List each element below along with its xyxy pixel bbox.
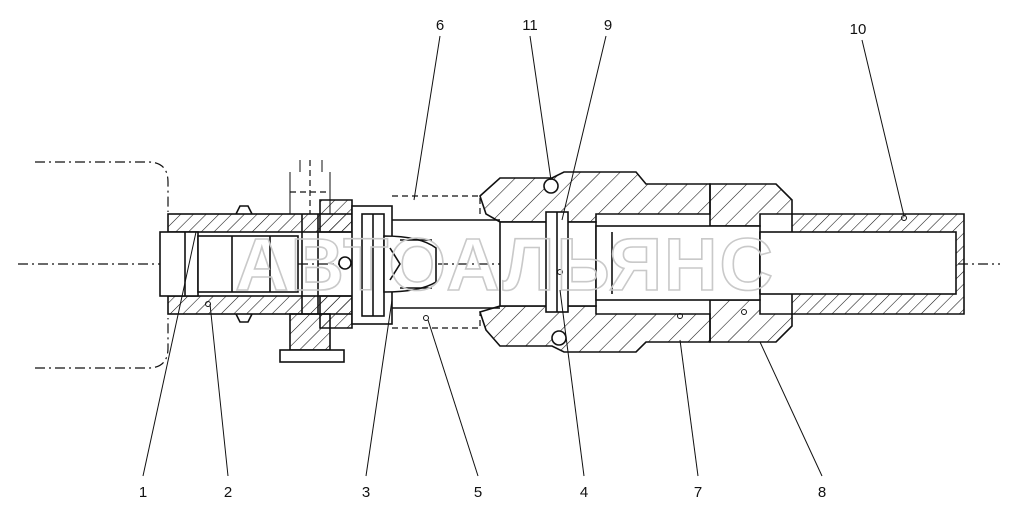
ball-socket xyxy=(319,199,437,329)
main-body xyxy=(478,171,711,353)
pipe xyxy=(759,213,965,315)
union-nut xyxy=(595,183,793,343)
callout-8: 8 xyxy=(818,484,826,501)
callout-5: 5 xyxy=(474,484,482,501)
left-body xyxy=(159,205,359,323)
callout-11: 11 xyxy=(522,17,538,34)
mounting-bracket xyxy=(279,160,345,363)
callout-1: 1 xyxy=(139,484,147,501)
left-mating-part-outline xyxy=(35,161,169,369)
leader-lines xyxy=(142,35,905,477)
callout-4: 4 xyxy=(580,484,588,501)
watermark-text: АВТОАЛЬЯНС xyxy=(235,223,775,306)
callout-9: 9 xyxy=(604,17,612,34)
callout-6: 6 xyxy=(436,17,444,34)
callout-7: 7 xyxy=(694,484,702,501)
callout-3: 3 xyxy=(362,484,370,501)
sleeve xyxy=(392,195,500,329)
callout-2: 2 xyxy=(224,484,232,501)
callout-10: 10 xyxy=(850,21,867,38)
